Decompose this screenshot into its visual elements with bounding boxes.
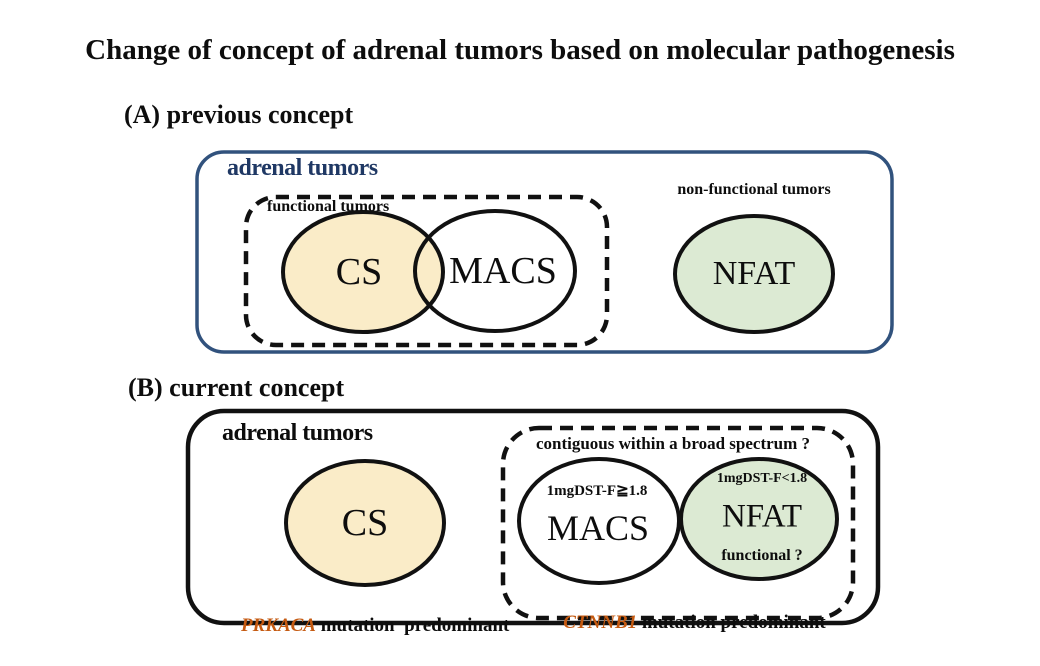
- panel-b-container-label: adrenal tumors: [222, 420, 373, 446]
- panel-b-macs-ellipse: [517, 457, 681, 585]
- panel-b-container-outline: [185, 408, 881, 626]
- panel-b-nfat-ellipse: [679, 457, 839, 581]
- panel-b-macs-threshold-label: 1mgDST-F≧1.8: [546, 483, 648, 499]
- prkaca-mutation-text: mutation predominant: [315, 615, 510, 636]
- prkaca-gene-label: PRKACA: [241, 615, 316, 636]
- panel-b-spectrum-dashed-outline: [500, 425, 856, 621]
- panel-a-nonfunctional-label: non-functional tumors: [677, 181, 831, 198]
- panel-a-cs-label: CS: [335, 251, 383, 293]
- panel-a-nfat-ellipse: [673, 214, 835, 334]
- panel-b-ctnnb1-mutation-line: CTNNB1 mutation predominant: [544, 590, 826, 656]
- panel-b-nfat-threshold-label: 1mgDST-F<1.8: [716, 471, 808, 486]
- panel-a-nfat-label: NFAT: [712, 255, 796, 292]
- ctnnb1-gene-label: CTNNB1: [563, 612, 638, 633]
- panel-b-contiguous-label: contiguous within a broad spectrum ?: [535, 434, 811, 453]
- panel-a-heading: (A) previous concept: [124, 100, 354, 129]
- panel-a-macs-label: MACS: [449, 250, 557, 292]
- panel-a-container-outline: [195, 150, 894, 354]
- panel-a-container-label: adrenal tumors: [227, 155, 378, 181]
- panel-b-heading: (B) current concept: [128, 373, 345, 402]
- panel-a-functional-label: functional tumors: [267, 198, 390, 215]
- panel-b-cs-ellipse: [284, 459, 446, 587]
- panel-b-functional-question-label: functional ?: [721, 547, 803, 564]
- panel-b-macs-label: MACS: [546, 508, 650, 548]
- panel-b-nfat-label: NFAT: [721, 498, 803, 535]
- ctnnb1-mutation-text: mutation predominant: [637, 612, 826, 633]
- panel-a-cs-ellipse: [281, 210, 445, 334]
- panel-b-cs-label: CS: [341, 502, 389, 544]
- diagram-title: Change of concept of adrenal tumors base…: [85, 34, 955, 66]
- panel-a-functional-dashed-outline: [243, 194, 610, 348]
- panel-b-prkaca-mutation-line: PRKACA mutation predominant: [222, 593, 509, 659]
- panel-a-macs-ellipse: [413, 209, 577, 333]
